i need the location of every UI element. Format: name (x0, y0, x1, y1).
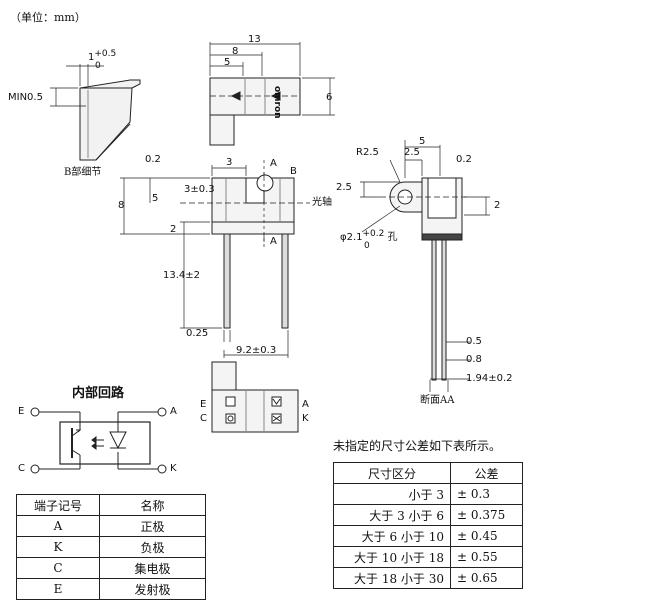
terminal-table-header: 端子记号 名称 (16, 494, 206, 516)
tolerance-table: 尺寸区分 公差 小于 3± 0.3 大于 3 小于 6± 0.375 大于 6 … (333, 462, 523, 589)
unit-note: （单位：mm） (10, 11, 86, 24)
tolerance-value: ± 0.65 (450, 567, 523, 589)
front-label-a-top: A (270, 158, 277, 169)
circuit-label-c: C (18, 463, 25, 474)
optical-axis-label: 光轴 (312, 197, 332, 208)
front-dim-13-4: 13.4±2 (163, 270, 201, 281)
detail-b-dim-1: 1+0.5 (88, 49, 117, 63)
top-view-dim-5: 5 (224, 57, 231, 68)
detail-b-dim-1-sub: 0 (95, 61, 101, 71)
bottom-label-e: E (200, 399, 207, 410)
bottom-view-drawing (211, 361, 299, 433)
tolerance-range: 大于 6 小于 10 (333, 525, 451, 547)
side-hole-sub: 0 (364, 241, 370, 251)
side-dim-2-5b: 2.5 (336, 182, 352, 193)
tolerance-range: 小于 3 (333, 483, 451, 505)
front-dim-8: 8 (118, 200, 125, 211)
table-row: 大于 18 小于 30± 0.65 (333, 567, 523, 589)
circuit-title: 内部回路 (72, 386, 125, 401)
tolerance-note: 未指定的尺寸公差如下表所示。 (333, 439, 502, 453)
front-label-a-bottom: A (270, 236, 277, 247)
front-label-b: B (290, 166, 297, 177)
front-dim-02: 0.2 (145, 154, 161, 165)
side-hole-label: φ2.1+0.2 孔 (340, 229, 398, 243)
front-dim-3: 3 (226, 157, 233, 168)
section-aa-caption: 断面AA (420, 395, 455, 406)
terminal-header-symbol: 端子记号 (16, 494, 100, 516)
bottom-label-k: K (302, 413, 309, 424)
side-dim-5: 5 (419, 136, 426, 147)
table-row: 大于 3 小于 6± 0.375 (333, 504, 523, 526)
terminal-header-name: 名称 (99, 494, 206, 516)
terminal-name: 正极 (99, 515, 206, 537)
top-view-dim-13: 13 (248, 34, 261, 45)
internal-circuit-drawing (30, 407, 167, 474)
tolerance-header-range: 尺寸区分 (333, 462, 451, 484)
tolerance-range: 大于 18 小于 30 (333, 567, 451, 589)
circuit-label-a: A (170, 406, 177, 417)
tolerance-value: ± 0.55 (450, 546, 523, 568)
side-dim-0-2: 0.2 (456, 154, 472, 165)
front-dim-0-25: 0.25 (186, 328, 209, 339)
tolerance-table-header: 尺寸区分 公差 (333, 462, 523, 484)
detail-b-min-label: MIN0.5 (8, 92, 43, 103)
tolerance-range: 大于 3 小于 6 (333, 504, 451, 526)
tolerance-value: ± 0.375 (450, 504, 523, 526)
side-dim-1-94: 1.94±0.2 (466, 373, 513, 384)
table-row: 小于 3± 0.3 (333, 483, 523, 505)
top-view-dim-8: 8 (232, 46, 239, 57)
terminal-name: 发射极 (99, 578, 206, 600)
terminal-name: 集电极 (99, 557, 206, 579)
side-dim-0-8: 0.8 (466, 354, 482, 365)
top-view-dim-6: 6 (326, 92, 333, 103)
side-dim-2-5a: 2.5 (404, 147, 420, 158)
detail-b-drawing (50, 64, 141, 161)
front-dim-9-2: 9.2±0.3 (236, 345, 277, 356)
circuit-label-e: E (18, 406, 25, 417)
table-row: 大于 10 小于 18± 0.55 (333, 546, 523, 568)
circuit-label-k: K (170, 463, 177, 474)
terminal-symbol: A (16, 515, 100, 537)
table-row: 大于 6 小于 10± 0.45 (333, 525, 523, 547)
tolerance-value: ± 0.45 (450, 525, 523, 547)
terminal-symbol: K (16, 536, 100, 558)
front-dim-3-tol: 3±0.3 (184, 184, 215, 195)
bottom-label-c: C (200, 413, 207, 424)
front-dim-2: 2 (170, 224, 177, 235)
detail-b-caption: B部细节 (64, 167, 102, 178)
terminal-symbol: C (16, 557, 100, 579)
tolerance-value: ± 0.3 (450, 483, 523, 505)
terminal-symbol: E (16, 578, 100, 600)
terminal-name: 负极 (99, 536, 206, 558)
front-view-drawing (120, 160, 310, 358)
omron-logo: omron (272, 86, 282, 119)
side-dim-0-5: 0.5 (466, 336, 482, 347)
bottom-label-a: A (302, 399, 309, 410)
side-view-drawing (360, 140, 490, 392)
front-dim-5: 5 (152, 193, 159, 204)
side-r25: R2.5 (356, 147, 379, 158)
tolerance-range: 大于 10 小于 18 (333, 546, 451, 568)
tolerance-header-value: 公差 (450, 462, 523, 484)
side-dim-2: 2 (494, 200, 501, 211)
top-view-drawing (209, 42, 335, 146)
